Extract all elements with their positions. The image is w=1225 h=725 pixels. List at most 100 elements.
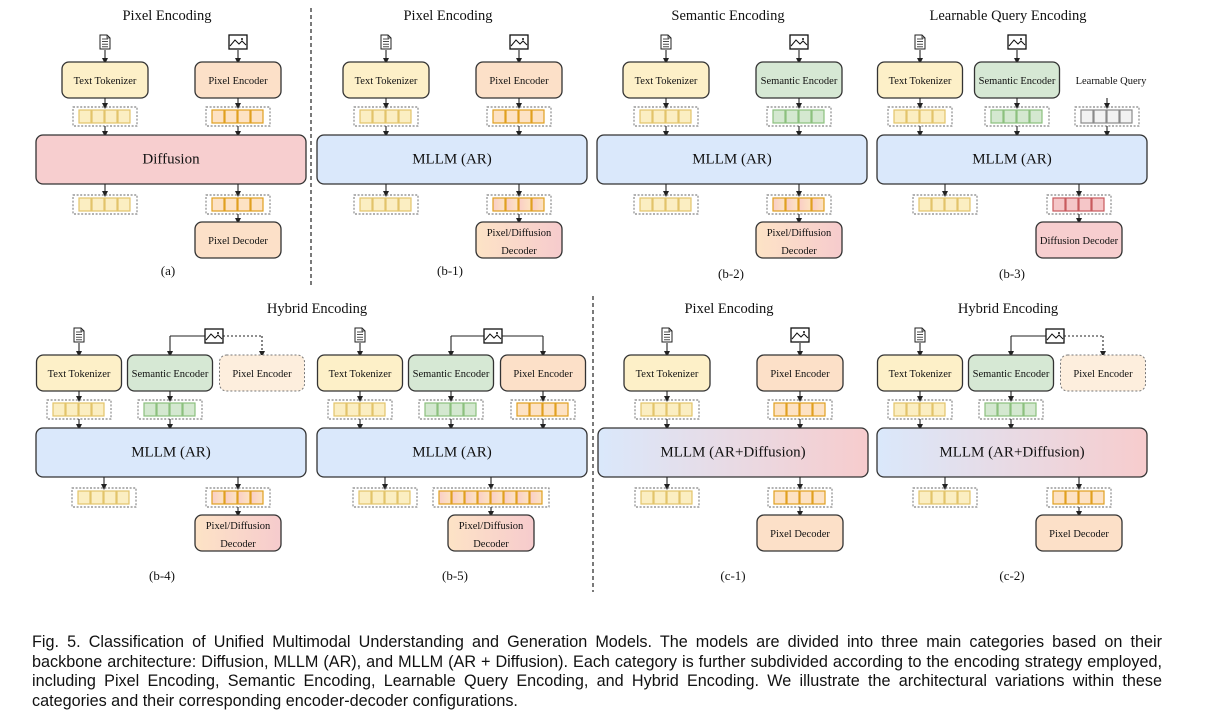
token-group-outline: [486, 194, 552, 215]
token: [1078, 490, 1092, 505]
token: [237, 109, 251, 124]
token: [811, 197, 825, 212]
token: [211, 109, 225, 124]
token: [371, 490, 385, 505]
token: [1029, 109, 1043, 124]
token: [398, 109, 412, 124]
pixel-diffusion-decoder-block-label-2: Decoder: [501, 246, 537, 257]
backbone-mllm-block-label: MLLM (AR): [412, 152, 492, 168]
text-document-icon: [914, 34, 926, 50]
token-group-outline: [352, 487, 418, 508]
token-group-outline: [418, 399, 484, 420]
token: [529, 490, 543, 505]
token: [103, 490, 117, 505]
pixel-encoder-block: Pixel Encoder: [194, 61, 282, 99]
token-sequence-text: [912, 194, 978, 215]
token-group-outline: [1046, 487, 1112, 508]
semantic-encoder-block-label: Semantic Encoder: [413, 369, 490, 380]
token-group-outline: [978, 399, 1044, 420]
backbone-mllm-block-label: MLLM (AR): [131, 445, 211, 461]
token-group-outline: [327, 399, 393, 420]
token: [516, 490, 530, 505]
text-tokenizer-block: Text Tokenizer: [61, 61, 149, 99]
pixel-diffusion-decoder-block-label: Pixel/Diffusion: [487, 228, 552, 239]
text-tokenizer-block: Text Tokenizer: [35, 354, 123, 392]
text-tokenizer-block-label: Text Tokenizer: [74, 76, 137, 87]
token-sequence-pixel: [1046, 487, 1112, 508]
token: [931, 197, 945, 212]
backbone-diffusion-block-box: [35, 134, 307, 185]
token: [424, 402, 438, 417]
text-tokenizer-block-label: Text Tokenizer: [635, 76, 698, 87]
token: [104, 109, 118, 124]
token: [463, 402, 477, 417]
token-group-outline: [353, 106, 419, 127]
pixel-diffusion-decoder-block-label: Pixel/Diffusion: [459, 521, 524, 532]
pixel-diffusion-decoder-block-box: [475, 221, 563, 259]
image-icon: [790, 327, 810, 343]
semantic-encoder-block: Semantic Encoder: [407, 354, 495, 392]
semantic-encoder-block: Semantic Encoder: [967, 354, 1055, 392]
pixel-encoder-block-optional-label: Pixel Encoder: [232, 369, 292, 380]
backbone-diffusion-block-label: Diffusion: [142, 152, 200, 168]
token: [1080, 109, 1094, 124]
token-group-outline: [205, 487, 271, 508]
token: [931, 490, 945, 505]
token-group-outline: [46, 399, 112, 420]
backbone-mllm-block-label: MLLM (AR): [972, 152, 1052, 168]
token: [1003, 109, 1017, 124]
token: [786, 402, 800, 417]
token-group-outline: [633, 106, 699, 127]
pixel-decoder-block: Pixel Decoder: [756, 514, 844, 552]
token-group-outline: [912, 487, 978, 508]
token: [333, 402, 347, 417]
backbone-mllm-block: MLLM (AR): [876, 134, 1148, 185]
text-tokenizer-block-label: Text Tokenizer: [889, 76, 952, 87]
semantic-encoder-block: Semantic Encoder: [126, 354, 214, 392]
token-sequence-text: [327, 399, 393, 420]
token-sequence-diffusion: [1046, 194, 1112, 215]
token: [542, 402, 556, 417]
token: [211, 197, 225, 212]
token: [1093, 109, 1107, 124]
token: [799, 490, 813, 505]
pixel-decoder-block-box: [756, 514, 844, 552]
token: [52, 402, 66, 417]
pixel-encoder-block-optional-label: Pixel Encoder: [1073, 369, 1133, 380]
token: [91, 197, 105, 212]
text-document-icon: [380, 34, 392, 50]
token: [639, 197, 653, 212]
text-document-icon: [354, 327, 366, 343]
token-sequence-text: [633, 106, 699, 127]
token: [359, 197, 373, 212]
token: [679, 490, 693, 505]
text-document-icon: [73, 327, 85, 343]
token-group-outline: [633, 194, 699, 215]
token: [117, 197, 131, 212]
backbone-hybrid-block: MLLM (AR+Diffusion): [876, 427, 1148, 478]
token: [237, 197, 251, 212]
token-group-outline: [353, 194, 419, 215]
token: [1052, 490, 1066, 505]
token-sequence-semantic: [137, 399, 203, 420]
pixel-decoder-block-box: [194, 221, 282, 259]
token: [785, 197, 799, 212]
pixel-encoder-block-label: Pixel Encoder: [770, 369, 830, 380]
token-sequence-query: [1074, 106, 1140, 127]
token-sequence-text: [72, 194, 138, 215]
token-group-outline: [72, 194, 138, 215]
token: [437, 402, 451, 417]
token: [372, 197, 386, 212]
image-icon: [228, 34, 248, 50]
token: [346, 402, 360, 417]
token-sequence-mixed: [766, 194, 832, 215]
token-sequence-text: [634, 487, 700, 508]
panel-caption: (b-4): [149, 568, 175, 583]
semantic-encoder-block-label: Semantic Encoder: [979, 76, 1056, 87]
token: [666, 402, 680, 417]
token: [1078, 197, 1092, 212]
pixel-diffusion-decoder-block-label: Pixel/Diffusion: [767, 228, 832, 239]
